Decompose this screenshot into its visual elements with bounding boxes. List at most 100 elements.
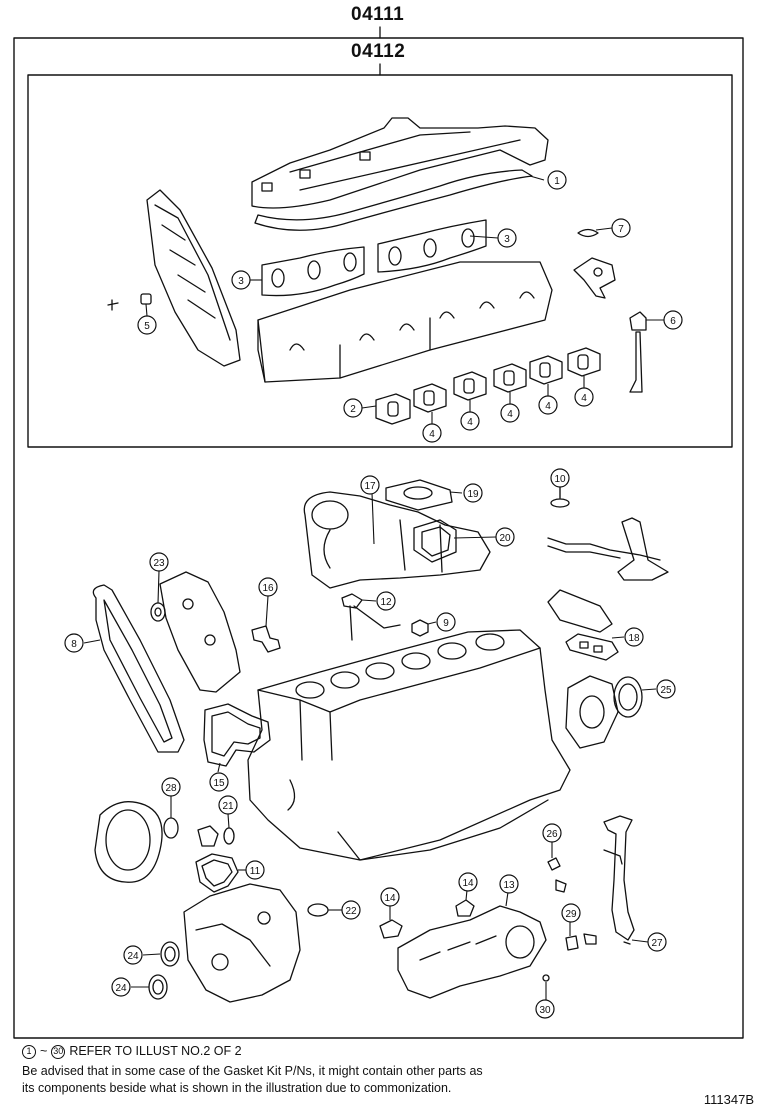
o-ring-28: [163, 817, 179, 839]
callout-3-right: [497, 228, 517, 248]
callout-23: [149, 552, 169, 572]
callout-labels: 1 3 3 7 5 6 2 4 4 4 4 4 10 17 19 20 23 1…: [71, 176, 676, 1016]
callout-22: [341, 900, 361, 920]
callout-label: 24: [127, 951, 139, 962]
callout-label: 17: [364, 481, 376, 492]
cylinder-block: [247, 629, 571, 861]
ref-tilde: ~: [40, 1044, 48, 1058]
callout-11: [245, 860, 265, 880]
callout-14b: [458, 872, 478, 892]
callout-6: [663, 310, 683, 330]
crankshaft-seal-23: [150, 602, 166, 622]
callout-label: 14: [462, 878, 474, 889]
callout-21: [218, 795, 238, 815]
callout-label: 23: [153, 558, 165, 569]
exhaust-gasket-2: [375, 393, 411, 425]
callout-label: 26: [546, 829, 558, 840]
turbo-gasket-top: [385, 479, 453, 511]
leader-lines: [83, 175, 664, 1000]
callout-24a: [123, 945, 143, 965]
callout-4c: [500, 403, 520, 423]
head-cover-gasket: [254, 169, 533, 231]
callout-7: [611, 218, 631, 238]
water-pump-gasket: [203, 703, 271, 767]
kit-label-04111: 04111: [351, 4, 405, 25]
callouts: [64, 170, 683, 1019]
oil-pump-front-cover: [183, 883, 301, 1003]
oil-seals-24: [148, 941, 180, 1000]
callout-label: 1: [554, 176, 560, 187]
callout-label: 14: [384, 893, 396, 904]
notes: 1 ~ 30 REFER TO ILLUST NO.2 OF 2 Be advi…: [22, 1043, 752, 1097]
crankshaft-pulley: [94, 801, 163, 883]
turbo-outlet-gasket: [413, 519, 457, 563]
callout-3-left: [231, 270, 251, 290]
callout-15: [209, 772, 229, 792]
callout-label: 3: [238, 276, 244, 287]
oil-cooler-gasket: [547, 589, 619, 661]
callout-label: 19: [467, 489, 479, 500]
callout-label: 4: [581, 393, 587, 404]
timing-belt: [92, 584, 185, 753]
callout-13: [499, 874, 519, 894]
callout-label: 30: [539, 1005, 551, 1016]
callout-label: 28: [165, 783, 177, 794]
callout-label: 4: [507, 409, 513, 420]
callout-label: 6: [670, 316, 676, 327]
callout-label: 21: [222, 801, 234, 812]
intake-port-gasket: [573, 228, 616, 299]
oil-dipstick-guide: [547, 517, 669, 581]
thermostat-21: [197, 825, 235, 847]
callout-label: 25: [660, 685, 672, 696]
callout-label: 7: [618, 224, 624, 235]
manifold-gasket-right: [377, 219, 487, 273]
callout-4e: [574, 387, 594, 407]
water-bypass-hose: [603, 815, 635, 945]
callout-label: 24: [115, 983, 127, 994]
kit-label-04112: 04112: [351, 41, 406, 62]
callout-30: [535, 999, 555, 1019]
callout-18: [624, 627, 644, 647]
timing-belt-cover-upper: [146, 189, 241, 367]
callout-14a: [380, 887, 400, 907]
small-seals-26-30: [542, 857, 597, 982]
drawing-number: 111347B: [703, 1092, 754, 1107]
rear-oil-seal-25: [613, 676, 643, 718]
callout-label: 20: [499, 533, 511, 544]
o-ring-22: [307, 903, 329, 917]
gasket-16: [251, 625, 281, 653]
callout-26: [542, 823, 562, 843]
callout-label: 10: [554, 474, 566, 485]
callout-label: 9: [443, 618, 449, 629]
callout-label: 18: [628, 633, 640, 644]
gasket-11: [195, 853, 239, 893]
ref-start-circle: 1: [22, 1044, 36, 1059]
ref-text: REFER TO ILLUST NO.2 OF 2: [69, 1044, 242, 1058]
callout-label: 8: [71, 639, 77, 650]
advice-line-2: its components beside what is shown in t…: [22, 1081, 452, 1095]
rear-oil-seal-retainer: [565, 675, 619, 749]
callout-28: [161, 777, 181, 797]
callout-label: 22: [345, 906, 357, 917]
ref-end-circle: 30: [51, 1044, 66, 1059]
callout-4d: [538, 395, 558, 415]
manifold-gasket-left: [261, 246, 365, 297]
valve-stem-oil-seal: [107, 293, 152, 311]
callout-27: [647, 932, 667, 952]
callout-label: 4: [429, 429, 435, 440]
callout-label: 3: [504, 234, 510, 245]
callout-9: [436, 612, 456, 632]
kit-04111-frame: [13, 37, 744, 1039]
callout-1: [547, 170, 567, 190]
callout-24b: [111, 977, 131, 997]
gasket-kit-diagram: 1 3 3 7 5 6 2 4 4 4 4 4 10 17 19 20 23 1…: [13, 26, 744, 1039]
callout-label: 27: [651, 938, 663, 949]
kit-04112-frame: [27, 74, 733, 448]
callout-5: [137, 315, 157, 335]
callout-10: [550, 468, 570, 488]
advice-line-1: Be advised that in some case of the Gask…: [22, 1064, 483, 1078]
callout-label: 4: [467, 417, 473, 428]
callout-label: 12: [380, 597, 392, 608]
callout-label: 4: [545, 401, 551, 412]
callout-label: 15: [213, 778, 225, 789]
